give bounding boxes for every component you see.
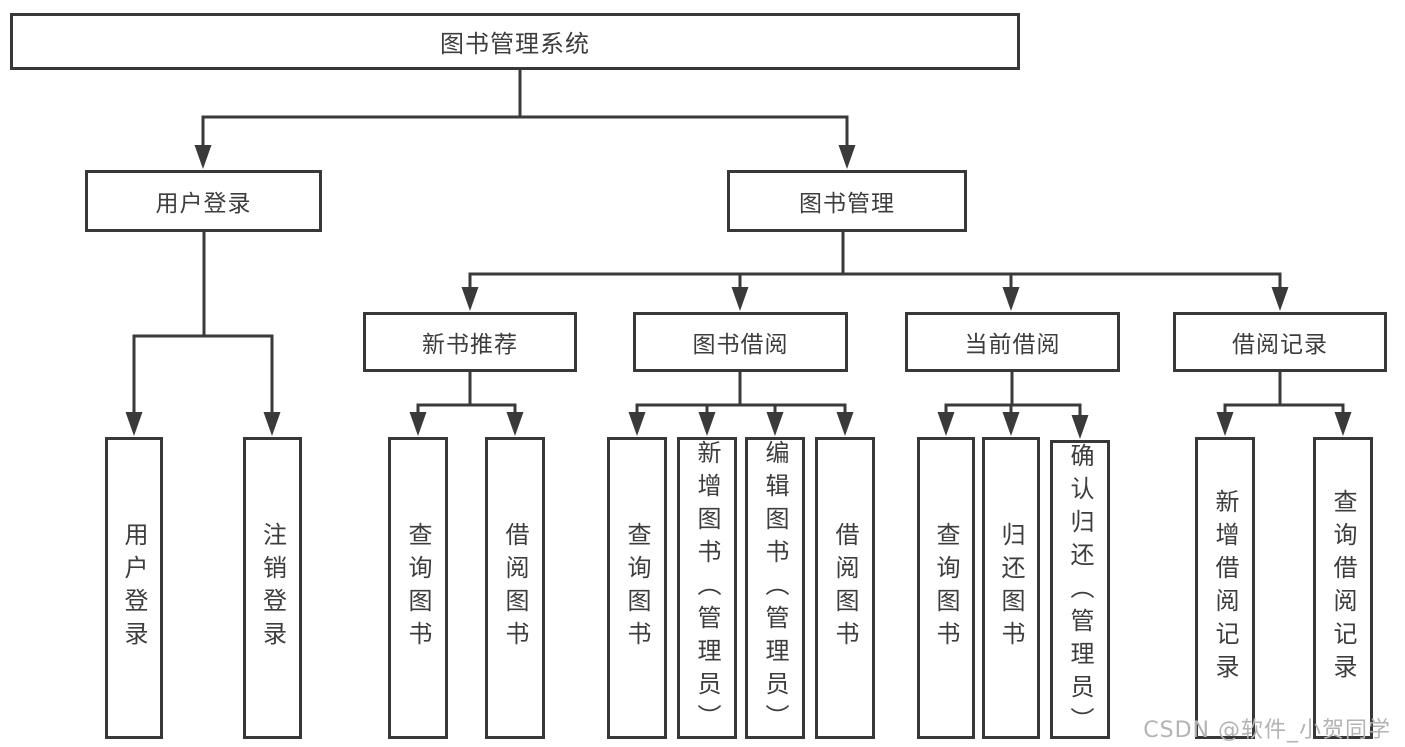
connector-level2-rail (201, 115, 849, 150)
node-book-management: 图书管理 (727, 170, 967, 232)
leaf-label: 注销登录 (258, 522, 287, 654)
leaf-label: 查询图书 (932, 522, 960, 654)
node-current-borrowing-label: 当前借阅 (964, 332, 1061, 358)
arrowhead-down-icon (836, 412, 854, 436)
connector-newbook-rail (416, 403, 517, 418)
leaf-label: 归还图书 (997, 522, 1025, 654)
connector-records-rail (1223, 403, 1345, 418)
node-book-borrowing-label: 图书借阅 (692, 332, 789, 358)
arrowhead-down-icon (1002, 412, 1020, 436)
arrowhead-down-icon (1071, 415, 1089, 439)
arrowhead-down-icon (937, 412, 955, 436)
node-leaf-query-books-1: 查询图书 (388, 437, 448, 739)
arrowhead-down-icon (698, 412, 716, 436)
leaf-label: 借阅图书 (831, 522, 859, 654)
leaf-label: 用户登录 (120, 522, 148, 654)
node-leaf-return-books: 归还图书 (982, 437, 1040, 739)
arrowhead-down-icon (409, 412, 427, 436)
arrowhead-down-icon (194, 145, 212, 169)
leaf-label: 查询图书 (623, 522, 651, 654)
node-leaf-query-books-3: 查询图书 (917, 437, 975, 739)
arrowhead-down-icon (1216, 412, 1234, 436)
node-leaf-edit-books-admin: 编辑图书（管理员） (745, 437, 805, 739)
node-borrowing-records-label: 借阅记录 (1232, 332, 1328, 358)
node-leaf-borrow-books-1: 借阅图书 (485, 437, 545, 739)
arrowhead-down-icon (506, 412, 524, 436)
node-user-login: 用户登录 (85, 170, 322, 232)
leaf-label: 确认归还（管理员） (1066, 443, 1094, 740)
node-user-login-label: 用户登录 (155, 191, 252, 217)
watermark: CSDN @软件_小贺同学 (1143, 718, 1391, 743)
node-borrowing-records: 借阅记录 (1173, 312, 1387, 372)
connector-current-rail (944, 403, 1082, 421)
leaf-label: 新增借阅记录 (1211, 489, 1239, 687)
node-leaf-borrow-books-2: 借阅图书 (815, 437, 875, 739)
node-book-borrowing: 图书借阅 (633, 312, 848, 372)
arrowhead-down-icon (1271, 287, 1289, 311)
arrowhead-down-icon (838, 145, 856, 169)
node-leaf-logout: 注销登录 (243, 437, 302, 739)
arrowhead-down-icon (628, 412, 646, 436)
connector-userlogin-rail (132, 334, 274, 418)
leaf-label: 借阅图书 (501, 522, 529, 654)
node-leaf-add-books-admin: 新增图书（管理员） (677, 437, 737, 739)
connector-level3-rail (468, 272, 1282, 293)
node-leaf-confirm-return-admin: 确认归还（管理员） (1050, 440, 1110, 740)
leaf-label: 查询借阅记录 (1329, 489, 1357, 687)
node-current-borrowing: 当前借阅 (905, 312, 1120, 372)
arrowhead-down-icon (263, 412, 281, 436)
arrowhead-down-icon (1334, 412, 1352, 436)
node-leaf-query-borrow-record: 查询借阅记录 (1313, 437, 1373, 739)
arrowhead-down-icon (731, 287, 749, 311)
arrowhead-down-icon (461, 287, 479, 311)
node-new-book-recommend-label: 新书推荐 (422, 332, 518, 358)
node-leaf-query-books-2: 查询图书 (607, 437, 667, 739)
arrowhead-down-icon (125, 412, 143, 436)
arrowhead-down-icon (1002, 287, 1020, 311)
leaf-label: 编辑图书（管理员） (761, 440, 789, 737)
node-root: 图书管理系统 (10, 13, 1020, 70)
leaf-label: 新增图书（管理员） (693, 440, 721, 737)
node-root-label: 图书管理系统 (440, 30, 590, 58)
leaf-label: 查询图书 (404, 522, 432, 654)
connector-lines (132, 70, 1345, 421)
node-leaf-add-borrow-record: 新增借阅记录 (1195, 437, 1255, 739)
node-new-book-recommend: 新书推荐 (363, 312, 577, 372)
arrowhead-down-icon (766, 412, 784, 436)
node-leaf-user-login: 用户登录 (105, 437, 163, 739)
connector-borrow-rail (635, 403, 847, 418)
node-book-management-label: 图书管理 (799, 191, 895, 217)
